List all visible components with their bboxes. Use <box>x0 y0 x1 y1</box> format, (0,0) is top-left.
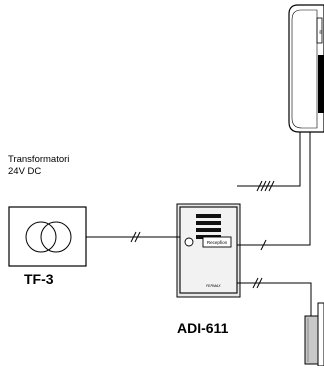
transformer-caption: Transformatori 24V DC <box>8 154 69 178</box>
transformer-caption-line2: 24V DC <box>8 166 42 177</box>
tick-mark <box>256 277 263 289</box>
monitor-handset-strip <box>318 55 324 113</box>
tick-mark <box>130 231 137 243</box>
tick-mark <box>264 180 271 192</box>
transformer-coil-left <box>25 221 57 253</box>
monitor-bevel <box>291 9 318 129</box>
grille-slot <box>196 228 221 232</box>
monitor-side-tab <box>316 17 323 44</box>
lock-body <box>304 315 319 365</box>
panel-model-label: ADI-611 <box>177 320 229 336</box>
transformer-caption-line1: Transformatori <box>8 154 70 165</box>
monitor-unit: Iul <box>288 4 324 133</box>
transformer-model-label: TF-3 <box>24 271 54 287</box>
grille-slot <box>196 221 221 225</box>
wire-panel-monitor-video <box>237 132 311 246</box>
monitor-body <box>288 4 324 133</box>
transformer-box <box>8 206 87 267</box>
tick-mark <box>260 180 267 192</box>
transformer-unit <box>8 206 87 267</box>
wire-panel-monitor-bus <box>237 132 301 187</box>
grille-slot <box>196 214 221 218</box>
panel-face <box>179 206 238 294</box>
wire-panel-lock <box>237 282 312 316</box>
door-panel: Recepfion FERMAX <box>176 203 241 298</box>
tick-mark <box>260 239 267 251</box>
tick-mark <box>134 231 141 243</box>
monitor-side-tag: Iul <box>319 30 324 34</box>
tick-mark <box>256 180 263 192</box>
transformer-coil-right <box>40 221 72 253</box>
tick-mark <box>252 277 259 289</box>
panel-badge: FERMAX <box>206 284 221 288</box>
call-button[interactable] <box>202 236 232 248</box>
call-button-label: Recepfion <box>207 240 228 245</box>
camera-lens-icon <box>184 237 194 247</box>
wire-count-marks <box>130 180 275 289</box>
tick-mark <box>268 180 275 192</box>
lock-plate <box>317 302 324 367</box>
door-lock <box>304 302 324 367</box>
